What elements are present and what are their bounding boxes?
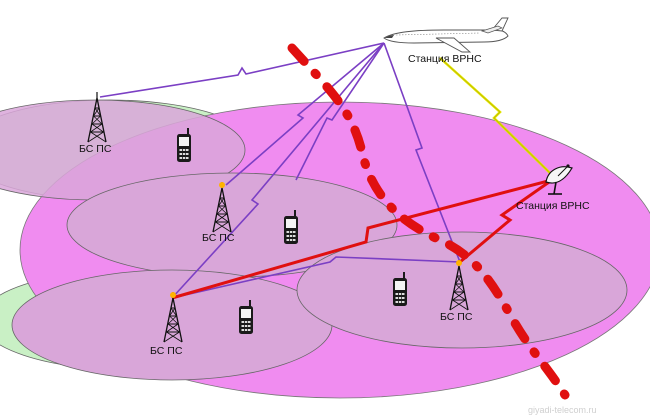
bs-label-middle: БС ПС [202,232,235,244]
link-ground-station-bs-right [459,178,553,264]
watermark-text: giyadi-telecom.ru [528,405,597,415]
bs-label-top-left: БС ПС [79,143,112,155]
ground-station-links [171,178,553,300]
ground-station-label: Станция ВРНС [516,200,590,212]
link-aircraft-mid-branch [295,42,385,181]
link-aircraft-bs-middle [225,42,385,186]
bs-label-right: БС ПС [440,311,473,323]
link-ground-station-bs-bottom-left [171,178,553,300]
aircraft-icon [383,17,509,53]
aircraft-links [99,42,461,299]
link-aircraft-bs-bottom-left [171,42,385,299]
service-boundary-line [287,43,570,400]
link-aircraft-bs-right [383,42,461,263]
satellite-dish-icon [545,164,573,195]
link-bs-bottom-left-bs-right [171,256,461,299]
link-aircraft-bs-top-left [99,42,385,98]
cell-bs-bottom-left [11,269,333,381]
aircraft-station-label: Станция ВРНС [408,53,482,65]
bs-label-bottom-left: БС ПС [150,345,183,357]
